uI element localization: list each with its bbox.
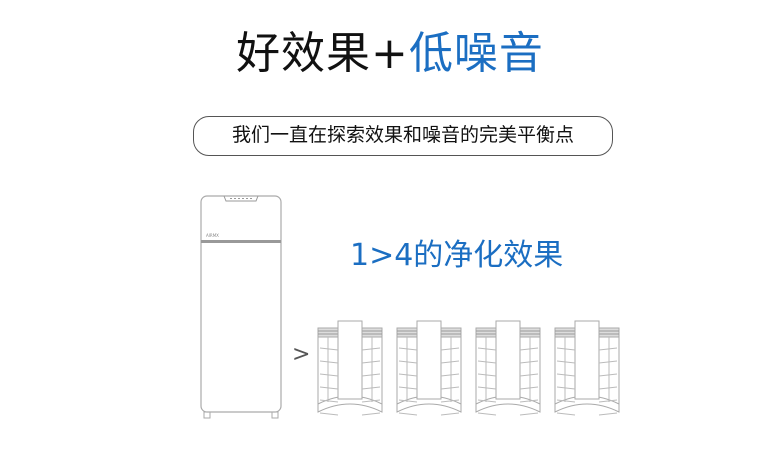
small-purifier-illustration [317,320,383,416]
svg-text:AIRMX: AIRMX [206,233,219,238]
tagline-bubble: 我们一直在探索效果和噪音的完美平衡点 [193,116,613,156]
small-purifier-illustration [554,320,620,416]
small-purifier-illustration [475,320,541,416]
headline-black: 好效果+ [236,28,409,79]
comparison-label: 1>4的净化效果 [350,238,564,273]
greater-than-symbol: > [292,342,311,367]
large-purifier-illustration: AIRMX [200,195,282,419]
headline-blue: 低噪音 [408,28,544,79]
small-purifier-illustration [396,320,462,416]
headline: 好效果+低噪音 [0,26,780,82]
